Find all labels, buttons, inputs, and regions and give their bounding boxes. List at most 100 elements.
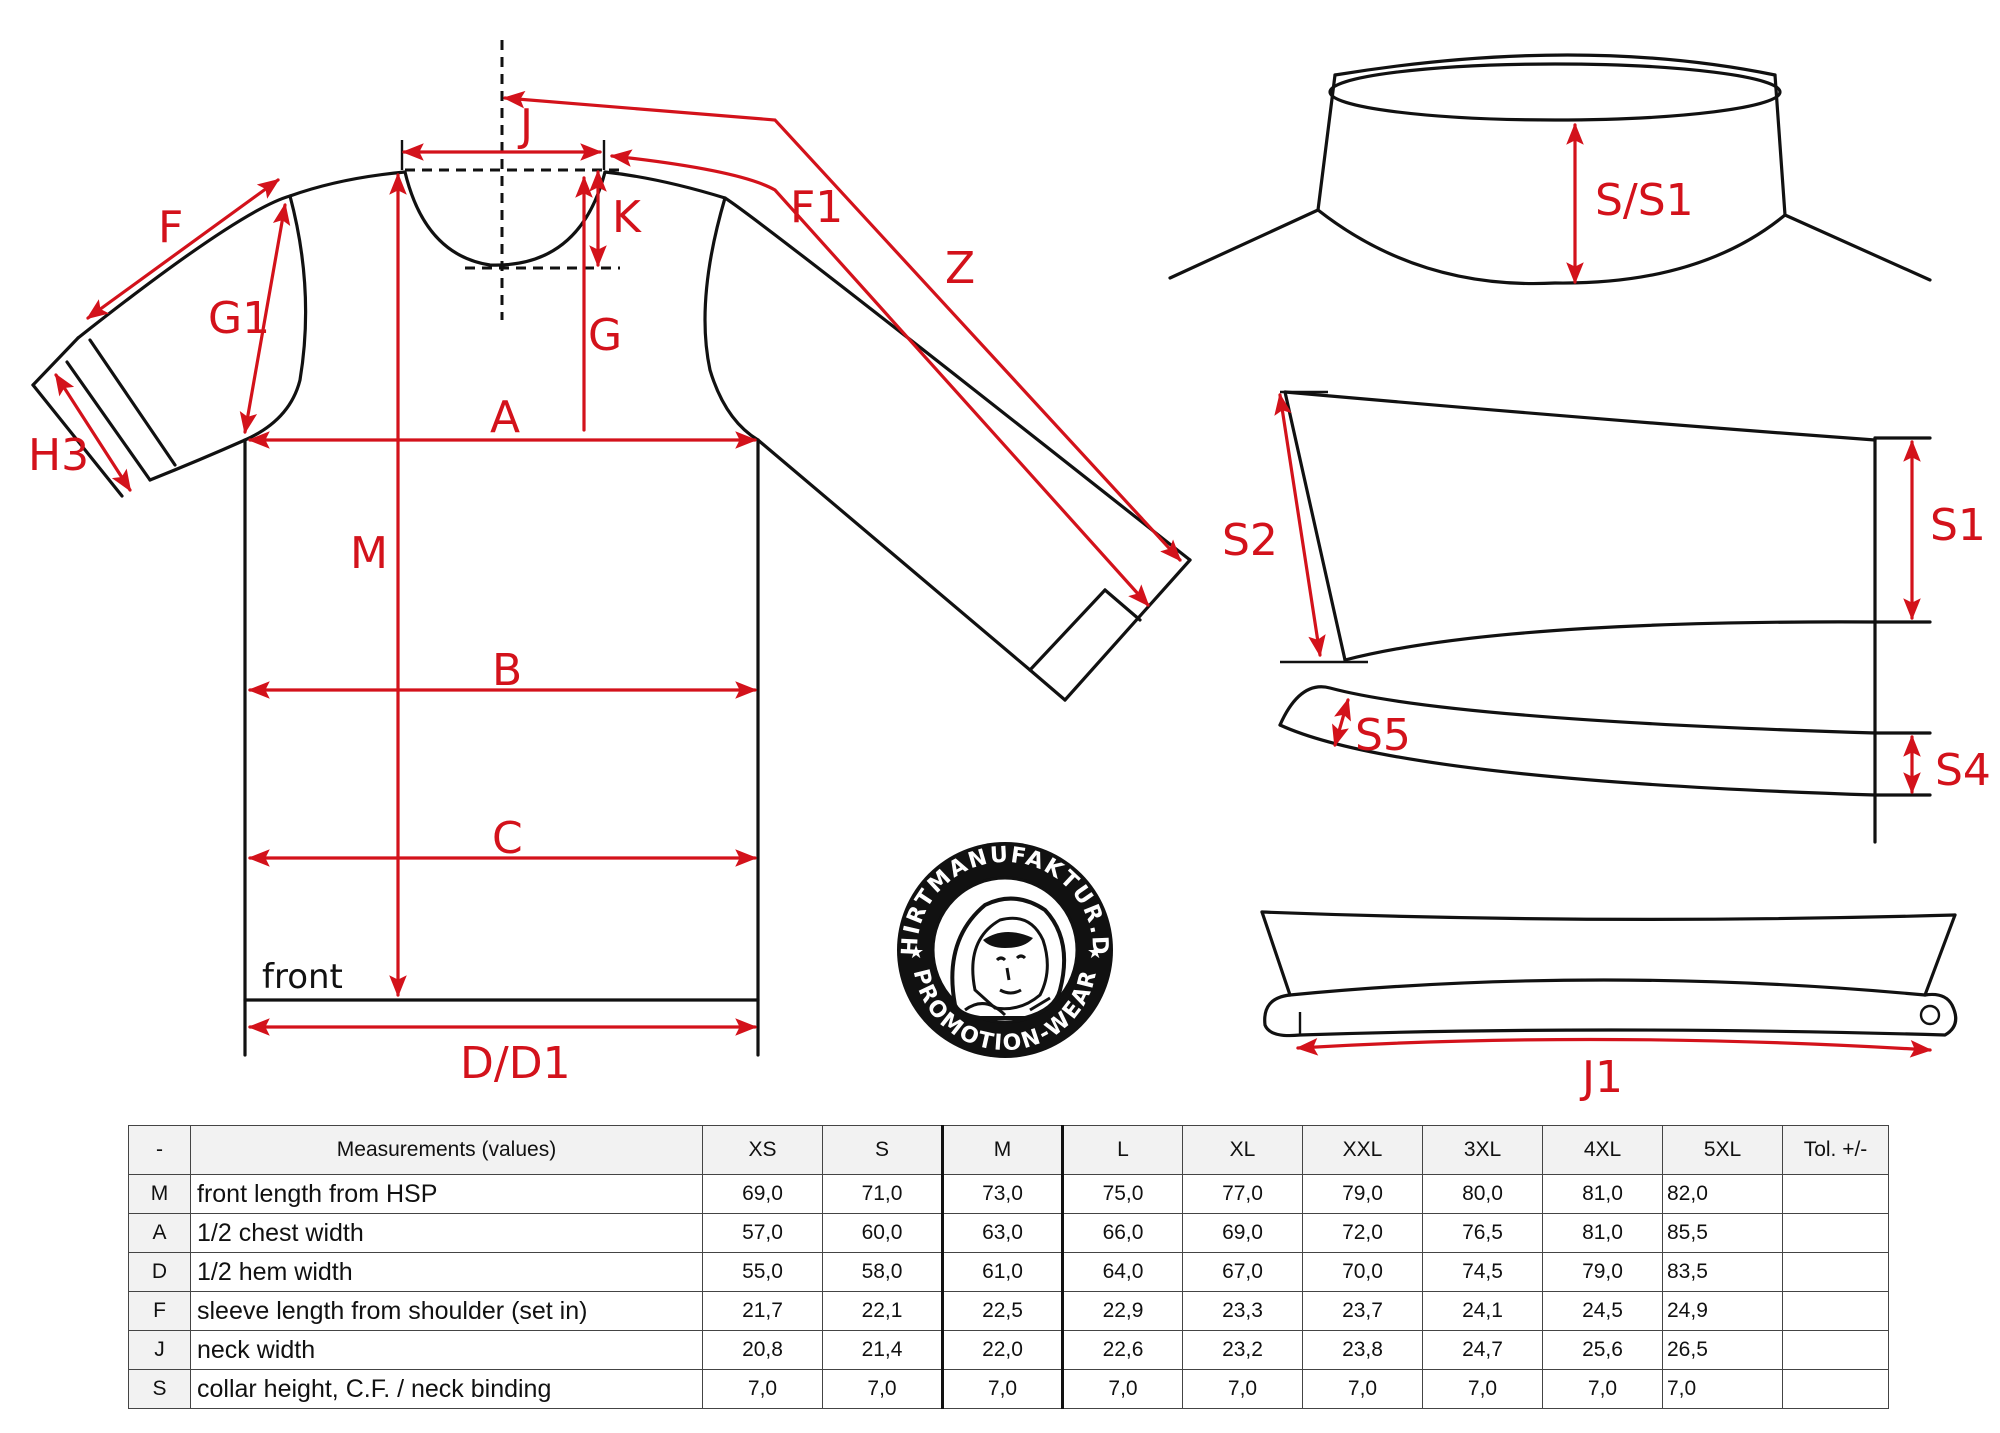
row-value-cell: 22,5 xyxy=(942,1291,1064,1331)
row-value-cell: 60,0 xyxy=(822,1213,944,1253)
label-front: front xyxy=(262,957,343,997)
row-value-cell: 26,5 xyxy=(1662,1330,1783,1370)
row-code: F xyxy=(128,1291,191,1331)
row-value-cell: 70,0 xyxy=(1302,1252,1423,1292)
row-value-cell: 73,0 xyxy=(942,1174,1064,1214)
row-tolerance xyxy=(1782,1330,1889,1370)
label-k: K xyxy=(612,192,642,243)
row-value-cell: 22,6 xyxy=(1062,1330,1183,1370)
row-description: 1/2 chest width xyxy=(190,1213,703,1253)
label-g: G xyxy=(588,310,622,361)
label-a: A xyxy=(490,392,520,443)
row-value-cell: 58,0 xyxy=(822,1252,944,1292)
row-value-cell: 76,5 xyxy=(1422,1213,1543,1253)
star-icon: ★ xyxy=(908,942,924,963)
row-value-cell: 81,0 xyxy=(1542,1174,1663,1214)
row-description: 1/2 hem width xyxy=(190,1252,703,1292)
row-value-cell: 22,9 xyxy=(1062,1291,1183,1331)
label-g1: G1 xyxy=(208,293,270,344)
row-description: neck width xyxy=(190,1330,703,1370)
row-code: M xyxy=(128,1174,191,1214)
row-value-cell: 57,0 xyxy=(702,1213,823,1253)
row-code: D xyxy=(128,1252,191,1292)
row-description: collar height, C.F. / neck binding xyxy=(190,1369,703,1409)
row-value-cell: 69,0 xyxy=(1182,1213,1303,1253)
row-value-cell: 22,1 xyxy=(822,1291,944,1331)
label-s2: S2 xyxy=(1222,515,1278,566)
measurement-lines xyxy=(54,90,1182,1036)
col-header-xxl: XXL xyxy=(1302,1125,1423,1175)
row-value-cell: 24,5 xyxy=(1542,1291,1663,1331)
row-value-cell: 77,0 xyxy=(1182,1174,1303,1214)
row-code: J xyxy=(128,1330,191,1370)
neck-guides xyxy=(400,40,620,320)
row-value-cell: 7,0 xyxy=(702,1369,823,1409)
row-value-cell: 74,5 xyxy=(1422,1252,1543,1292)
col-header-l: L xyxy=(1062,1125,1183,1175)
row-value-cell: 7,0 xyxy=(1062,1369,1183,1409)
row-tolerance xyxy=(1782,1174,1889,1214)
row-value-cell: 24,9 xyxy=(1662,1291,1783,1331)
col-header-5xl: 5XL xyxy=(1662,1125,1783,1175)
label-d-d1: D/D1 xyxy=(460,1038,571,1089)
col-header-tolerance: Tol. +/- xyxy=(1782,1125,1889,1175)
label-s1: S1 xyxy=(1930,500,1986,551)
table-header-row: - Measurements (values) XS S M L XL XXL … xyxy=(128,1125,1889,1175)
label-f: F xyxy=(158,202,183,253)
row-value-cell: 25,6 xyxy=(1542,1330,1663,1370)
row-value-cell: 79,0 xyxy=(1542,1252,1663,1292)
row-value-cell: 7,0 xyxy=(1302,1369,1423,1409)
astronaut-icon xyxy=(950,896,1067,1020)
row-value-cell: 64,0 xyxy=(1062,1252,1183,1292)
shirtmanufaktur-seal: SHIRTMANUFAKTUR.DE PROMOTION-WEAR ★ ★ xyxy=(897,842,1113,1058)
row-value-cell: 66,0 xyxy=(1062,1213,1183,1253)
row-tolerance xyxy=(1782,1291,1889,1331)
row-description: sleeve length from shoulder (set in) xyxy=(190,1291,703,1331)
row-value-cell: 79,0 xyxy=(1302,1174,1423,1214)
collar-drawing: S/S1 xyxy=(1168,53,1932,286)
row-value-cell: 83,5 xyxy=(1662,1252,1783,1292)
row-value-cell: 7,0 xyxy=(822,1369,944,1409)
row-value-cell: 22,0 xyxy=(942,1330,1064,1370)
row-description: front length from HSP xyxy=(190,1174,703,1214)
row-value-cell: 85,5 xyxy=(1662,1213,1783,1253)
col-header-xl: XL xyxy=(1182,1125,1303,1175)
row-value-cell: 21,7 xyxy=(702,1291,823,1331)
row-value-cell: 80,0 xyxy=(1422,1174,1543,1214)
col-header-xs: XS xyxy=(702,1125,823,1175)
col-header-measurement: Measurements (values) xyxy=(190,1125,703,1175)
label-s-s1: S/S1 xyxy=(1595,175,1694,226)
row-tolerance xyxy=(1782,1213,1889,1253)
label-j1: J1 xyxy=(1579,1052,1623,1103)
cuff-drawing: S2 S1 S5 S4 xyxy=(1222,390,1991,844)
col-header-s: S xyxy=(822,1125,944,1175)
row-value-cell: 23,2 xyxy=(1182,1330,1303,1370)
row-value-cell: 71,0 xyxy=(822,1174,944,1214)
row-value-cell: 24,7 xyxy=(1422,1330,1543,1370)
label-c: C xyxy=(492,813,523,864)
row-value-cell: 24,1 xyxy=(1422,1291,1543,1331)
row-value-cell: 7,0 xyxy=(1662,1369,1783,1409)
row-value-cell: 21,4 xyxy=(822,1330,944,1370)
row-value-cell: 23,8 xyxy=(1302,1330,1423,1370)
label-b: B xyxy=(492,645,522,696)
row-value-cell: 7,0 xyxy=(1422,1369,1543,1409)
row-code: A xyxy=(128,1213,191,1253)
row-value-cell: 72,0 xyxy=(1302,1213,1423,1253)
col-header-4xl: 4XL xyxy=(1542,1125,1663,1175)
label-s4: S4 xyxy=(1935,745,1991,796)
row-value-cell: 23,7 xyxy=(1302,1291,1423,1331)
row-value-cell: 69,0 xyxy=(702,1174,823,1214)
col-header-m: M xyxy=(942,1125,1064,1175)
row-value-cell: 81,0 xyxy=(1542,1213,1663,1253)
label-s5: S5 xyxy=(1355,710,1411,761)
row-value-cell: 7,0 xyxy=(1182,1369,1303,1409)
row-value-cell: 61,0 xyxy=(942,1252,1064,1292)
label-m: M xyxy=(350,528,388,579)
row-code: S xyxy=(128,1369,191,1409)
